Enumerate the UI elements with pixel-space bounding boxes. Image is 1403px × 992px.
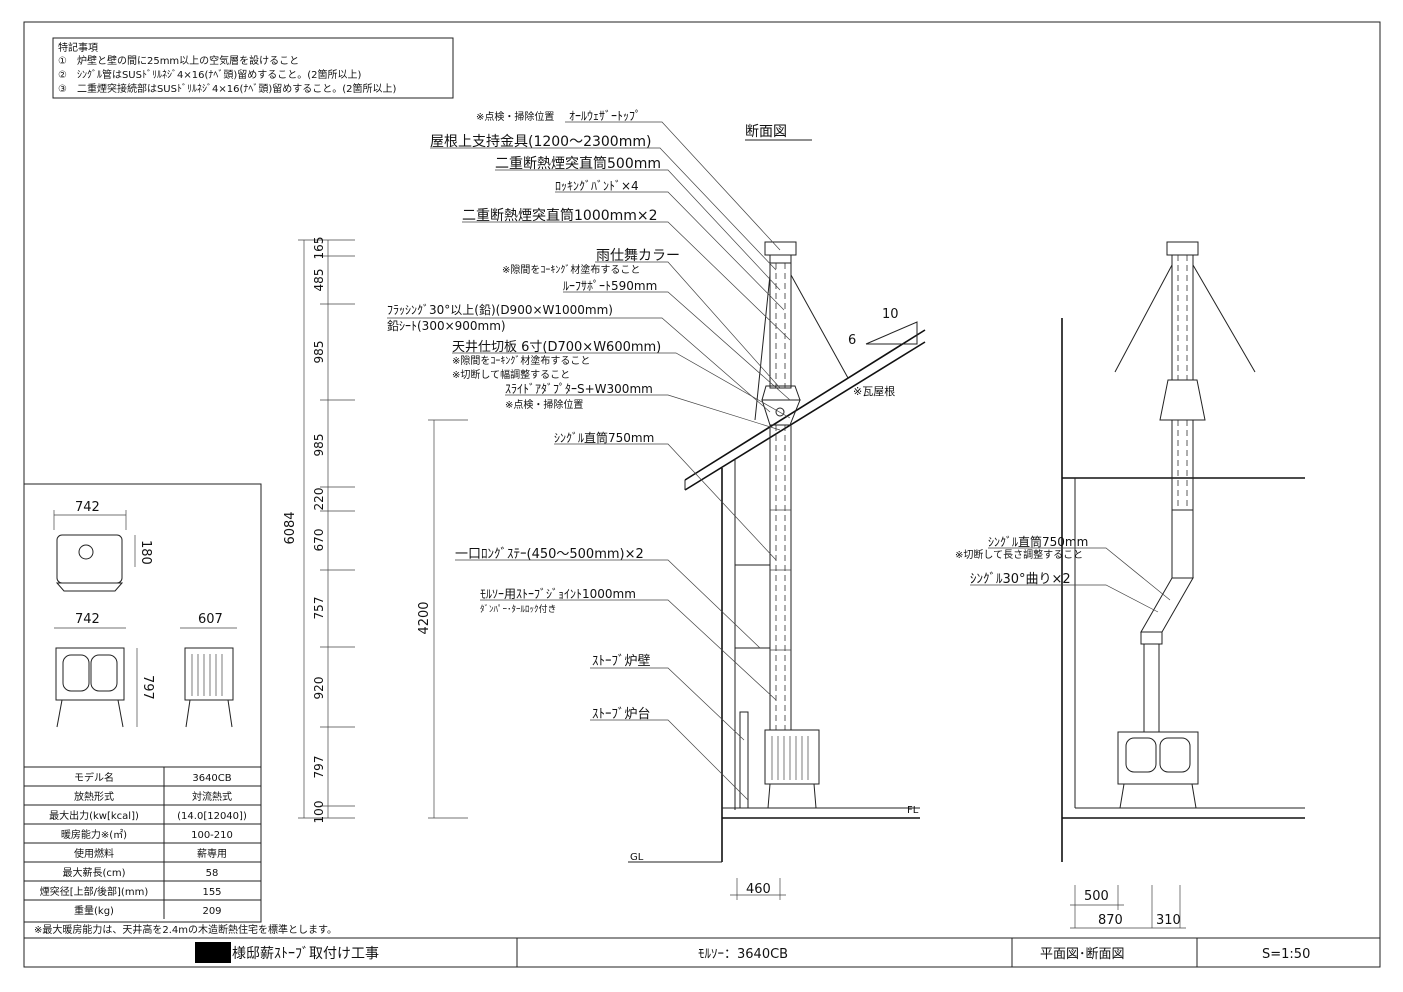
callout-roof-support: ﾙｰﾌｻﾎﾟｰﾄ590mm xyxy=(563,279,657,293)
title-block xyxy=(24,937,1380,967)
dim-seg-5: 220 xyxy=(312,488,326,511)
spec-label: 煙突径[上部/後部](mm) xyxy=(40,885,149,898)
dim-seg-1: 165 xyxy=(312,237,326,260)
callout-adapter: ｽﾗｲﾄﾞｱﾀﾞﾌﾟﾀｰS+W300mm xyxy=(505,382,653,396)
callout-wall: ｽﾄｰﾌﾞ炉壁 xyxy=(592,654,651,669)
stove-height: 797 xyxy=(140,675,155,700)
callout-lead: 鉛ｼｰﾄ(300×900mm) xyxy=(387,319,506,333)
callout-joint: ﾓﾙｿｰ用ｽﾄｰﾌﾞｼﾞｮｲﾝﾄ1000mm xyxy=(480,587,636,601)
callout-support: 屋根上支持金具(1200～2300mm) xyxy=(430,134,651,150)
dim-total: 6084 xyxy=(283,511,298,544)
notes-heading: 特記事項 xyxy=(58,41,98,54)
stove-side-width: 607 xyxy=(198,612,223,627)
sheet-border xyxy=(23,21,1381,968)
spec-label: モデル名 xyxy=(74,771,114,784)
callout-band: ﾛｯｷﾝｸﾞﾊﾞﾝﾄﾞ×4 xyxy=(555,179,639,193)
spec-label: 暖房能力※(㎡) xyxy=(61,828,127,841)
title-model: ﾓﾙｿｰ：3640CB xyxy=(698,947,788,962)
callout-right-single-note: ※切断して長さ調整すること xyxy=(955,548,1083,561)
spec-value: 155 xyxy=(202,887,221,898)
callout-pipe1000: 二重断熱煙突直筒1000mm×2 xyxy=(462,207,658,224)
title-drawing: 平面図･断面図 xyxy=(1040,947,1125,962)
roof-type: ※瓦屋根 xyxy=(853,384,895,398)
spec-value: 58 xyxy=(206,868,219,879)
notes-item-2: ② ｼﾝｸﾞﾙ管はSUSﾄﾞﾘﾙﾈｼﾞ4×16(ﾅﾍﾞ頭)留めすること。(2箇所… xyxy=(58,68,362,81)
spec-value: 3640CB xyxy=(192,773,231,784)
spec-value: 薪専用 xyxy=(197,848,227,860)
callout-hearth: ｽﾄｰﾌﾞ炉台 xyxy=(592,707,651,722)
dim-500: 500 xyxy=(1084,889,1109,904)
slope-run: 10 xyxy=(882,307,899,322)
callout-pipe500: 二重断熱煙突直筒500mm xyxy=(495,155,661,172)
dim-seg-2: 485 xyxy=(312,269,326,292)
leader-lines xyxy=(387,121,791,801)
callout-elbow: ｼﾝｸﾞﾙ30°曲り×2 xyxy=(970,572,1071,587)
dim-4200: 4200 xyxy=(417,419,468,819)
title-project: 様邸薪ｽﾄｰﾌﾞ取付け工事 xyxy=(232,946,379,962)
callout-joint-note: ﾀﾞﾝﾊﾟｰ･ﾀｰﾙﾛｯｸ付き xyxy=(480,604,557,615)
spec-label: 放熱形式 xyxy=(74,790,114,803)
dim-460: 460 xyxy=(746,882,771,897)
fl-label: FL xyxy=(907,805,919,816)
callout-ceiling: 天井仕切板 6寸(D700×W600mm) xyxy=(452,340,661,355)
callout-top-note: ※点検・掃除位置 xyxy=(476,110,554,123)
spec-label: 最大出力(kw[kcal]) xyxy=(49,809,139,822)
dim-seg-10: 100 xyxy=(312,801,326,824)
callout-ceiling-note1: ※隙間をｺｰｷﾝｸﾞ材塗布すること xyxy=(452,354,590,367)
section-title: 断面図 xyxy=(745,124,787,140)
spec-value: 対流熱式 xyxy=(192,790,232,803)
dim-4200-label: 4200 xyxy=(417,601,432,634)
callout-ceiling-note2: ※切断して幅調整すること xyxy=(452,368,570,381)
dim-seg-7: 757 xyxy=(312,597,326,620)
spec-value: 209 xyxy=(202,906,221,917)
spec-label: 使用燃料 xyxy=(74,847,114,860)
dim-870: 870 xyxy=(1098,913,1123,928)
stove-front-width: 742 xyxy=(75,612,100,627)
spec-value: 100-210 xyxy=(191,830,233,841)
callout-flashing: ﾌﾗｯｼﾝｸﾞ30°以上(鉛)(D900×W1000mm) xyxy=(387,303,613,317)
callout-adapter-note: ※点検・掃除位置 xyxy=(505,398,583,411)
dim-seg-8: 920 xyxy=(312,677,326,700)
spec-label: 最大薪長(cm) xyxy=(62,866,125,879)
spec-label: 重量(kg) xyxy=(74,904,114,917)
callout-collar-note: ※隙間をｺｰｷﾝｸﾞ材塗布すること xyxy=(502,263,640,276)
dim-seg-6: 670 xyxy=(312,529,326,552)
callout-single750: ｼﾝｸﾞﾙ直筒750mm xyxy=(554,430,654,445)
spec-value: (14.0[12040]) xyxy=(177,811,247,822)
dim-310: 310 xyxy=(1156,913,1181,928)
callout-right-single: ｼﾝｸﾞﾙ直筒750mm xyxy=(988,534,1088,549)
footnote: ※最大暖房能力は、天井高を2.4mの木造断熱住宅を標準とします。 xyxy=(34,923,337,936)
height-dimension-chain: 6084 165 485 985 985 220 670 757 920 797… xyxy=(283,237,355,824)
title-scale: S=1:50 xyxy=(1262,947,1310,962)
stove-spec-box: 742 180 742 797 607 xyxy=(23,483,262,923)
front-view: 500 870 310 xyxy=(1061,241,1305,929)
slope-rise: 6 xyxy=(848,333,856,348)
stove-top-depth: 180 xyxy=(138,540,153,565)
section-view: 10 6 ※瓦屋根 FL GL xyxy=(628,241,926,900)
callout-top: ｵｰﾙｳｪｻﾞｰﾄｯﾌﾟ xyxy=(569,109,641,123)
notes-item-3: ③ 二重煙突接続部はSUSﾄﾞﾘﾙﾈｼﾞ4×16(ﾅﾍﾞ頭)留めすること。(2箇… xyxy=(58,82,397,95)
dim-seg-9: 797 xyxy=(312,756,326,779)
redacted-name xyxy=(195,942,231,963)
dim-seg-4: 985 xyxy=(312,434,326,457)
callout-collar: 雨仕舞カラー xyxy=(596,248,680,264)
notes-box xyxy=(52,37,454,99)
notes-item-1: ① 炉壁と壁の間に25mm以上の空気層を設けること xyxy=(58,54,299,67)
callout-stay: 一口ﾛﾝｸﾞｽﾃｰ(450～500mm)×2 xyxy=(455,547,644,562)
gl-label: GL xyxy=(630,852,644,863)
dim-seg-3: 985 xyxy=(312,341,326,364)
stove-top-width: 742 xyxy=(75,500,100,515)
